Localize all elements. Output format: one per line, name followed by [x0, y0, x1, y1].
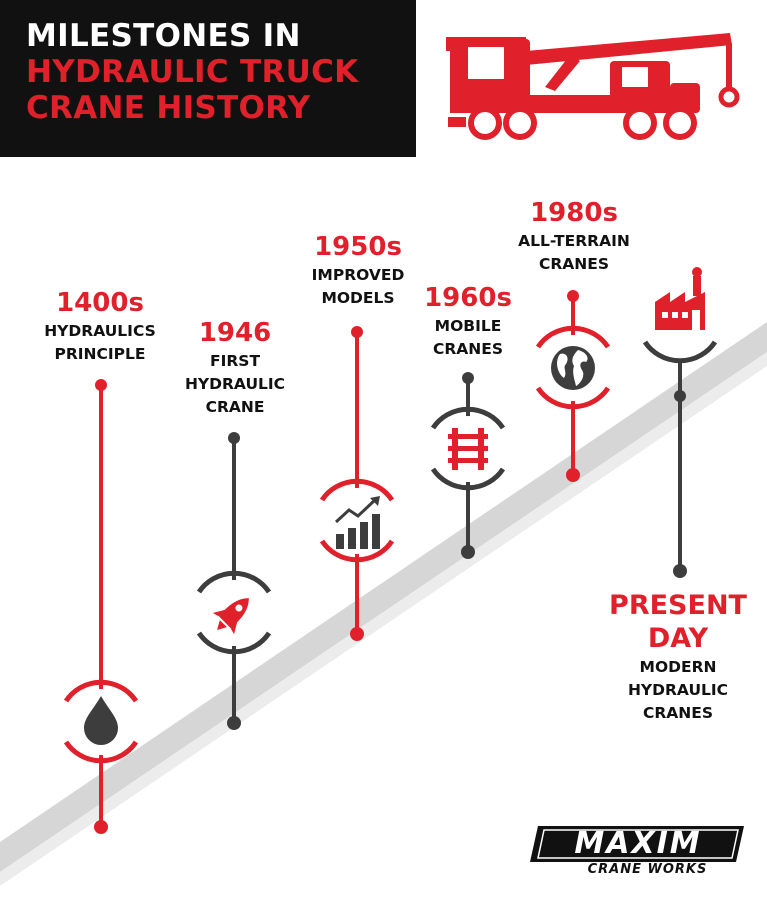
- milestone-label-1400s-line2: PRINCIPLE: [54, 345, 146, 363]
- pole-1400s: [63, 379, 139, 834]
- logo-wordmark: MAXIM: [574, 826, 702, 861]
- milestone-label-1946-line1: FIRST: [209, 352, 261, 370]
- title-banner: MILESTONES IN HYDRAULIC TRUCK CRANE HIST…: [0, 0, 416, 157]
- truck-crane-icon: [446, 33, 740, 140]
- milestone-label-present-line3: CRANES: [642, 704, 714, 722]
- pole-1946: [196, 432, 272, 730]
- milestone-label-1946-line2: HYDRAULIC: [184, 375, 286, 393]
- milestone-year-1980s: 1980s: [530, 198, 618, 228]
- milestone-label-1400s-line1: HYDRAULICS: [44, 322, 156, 340]
- milestone-label-1960s-line2: CRANES: [432, 340, 504, 358]
- logo-subtext: CRANE WORKS: [587, 862, 708, 877]
- title-line-3: CRANE HISTORY: [26, 90, 311, 126]
- milestone-year-present-line1: PRESENT: [609, 590, 747, 621]
- growth-chart-icon: [334, 496, 380, 549]
- milestone-label-1960s-line1: MOBILE: [434, 317, 502, 335]
- milestone-year-1960s: 1960s: [424, 283, 512, 313]
- milestone-year-1950s: 1950s: [314, 232, 402, 262]
- rail-track-icon: [448, 428, 488, 470]
- milestone-label-1950s-line1: IMPROVED: [311, 266, 405, 284]
- title-line-1: MILESTONES IN: [26, 18, 301, 54]
- milestone-label-present-line2: HYDRAULIC: [627, 681, 729, 699]
- milestone-year-1400s: 1400s: [56, 288, 144, 318]
- maxim-logo: MAXIM CRANE WORKS: [530, 818, 745, 878]
- milestone-label-present-line1: MODERN: [639, 658, 717, 676]
- title-line-2: HYDRAULIC TRUCK: [26, 54, 359, 90]
- pole-1950s: [319, 326, 395, 641]
- globe-icon: [551, 346, 595, 390]
- oil-drop-icon: [84, 696, 118, 745]
- pole-1980s: [535, 290, 611, 482]
- pole-1960s: [430, 372, 506, 559]
- milestone-label-1950s-line2: MODELS: [321, 289, 395, 307]
- milestone-year-1946: 1946: [198, 318, 272, 348]
- pole-present-day: [642, 267, 718, 578]
- milestone-year-present-line2: DAY: [647, 623, 709, 654]
- factory-icon: [655, 267, 705, 330]
- rocket-icon: [212, 598, 249, 635]
- milestone-label-1980s-line1: ALL-TERRAIN: [518, 232, 630, 250]
- milestone-label-1946-line3: CRANE: [205, 398, 265, 416]
- milestone-label-1980s-line2: CRANES: [538, 255, 610, 273]
